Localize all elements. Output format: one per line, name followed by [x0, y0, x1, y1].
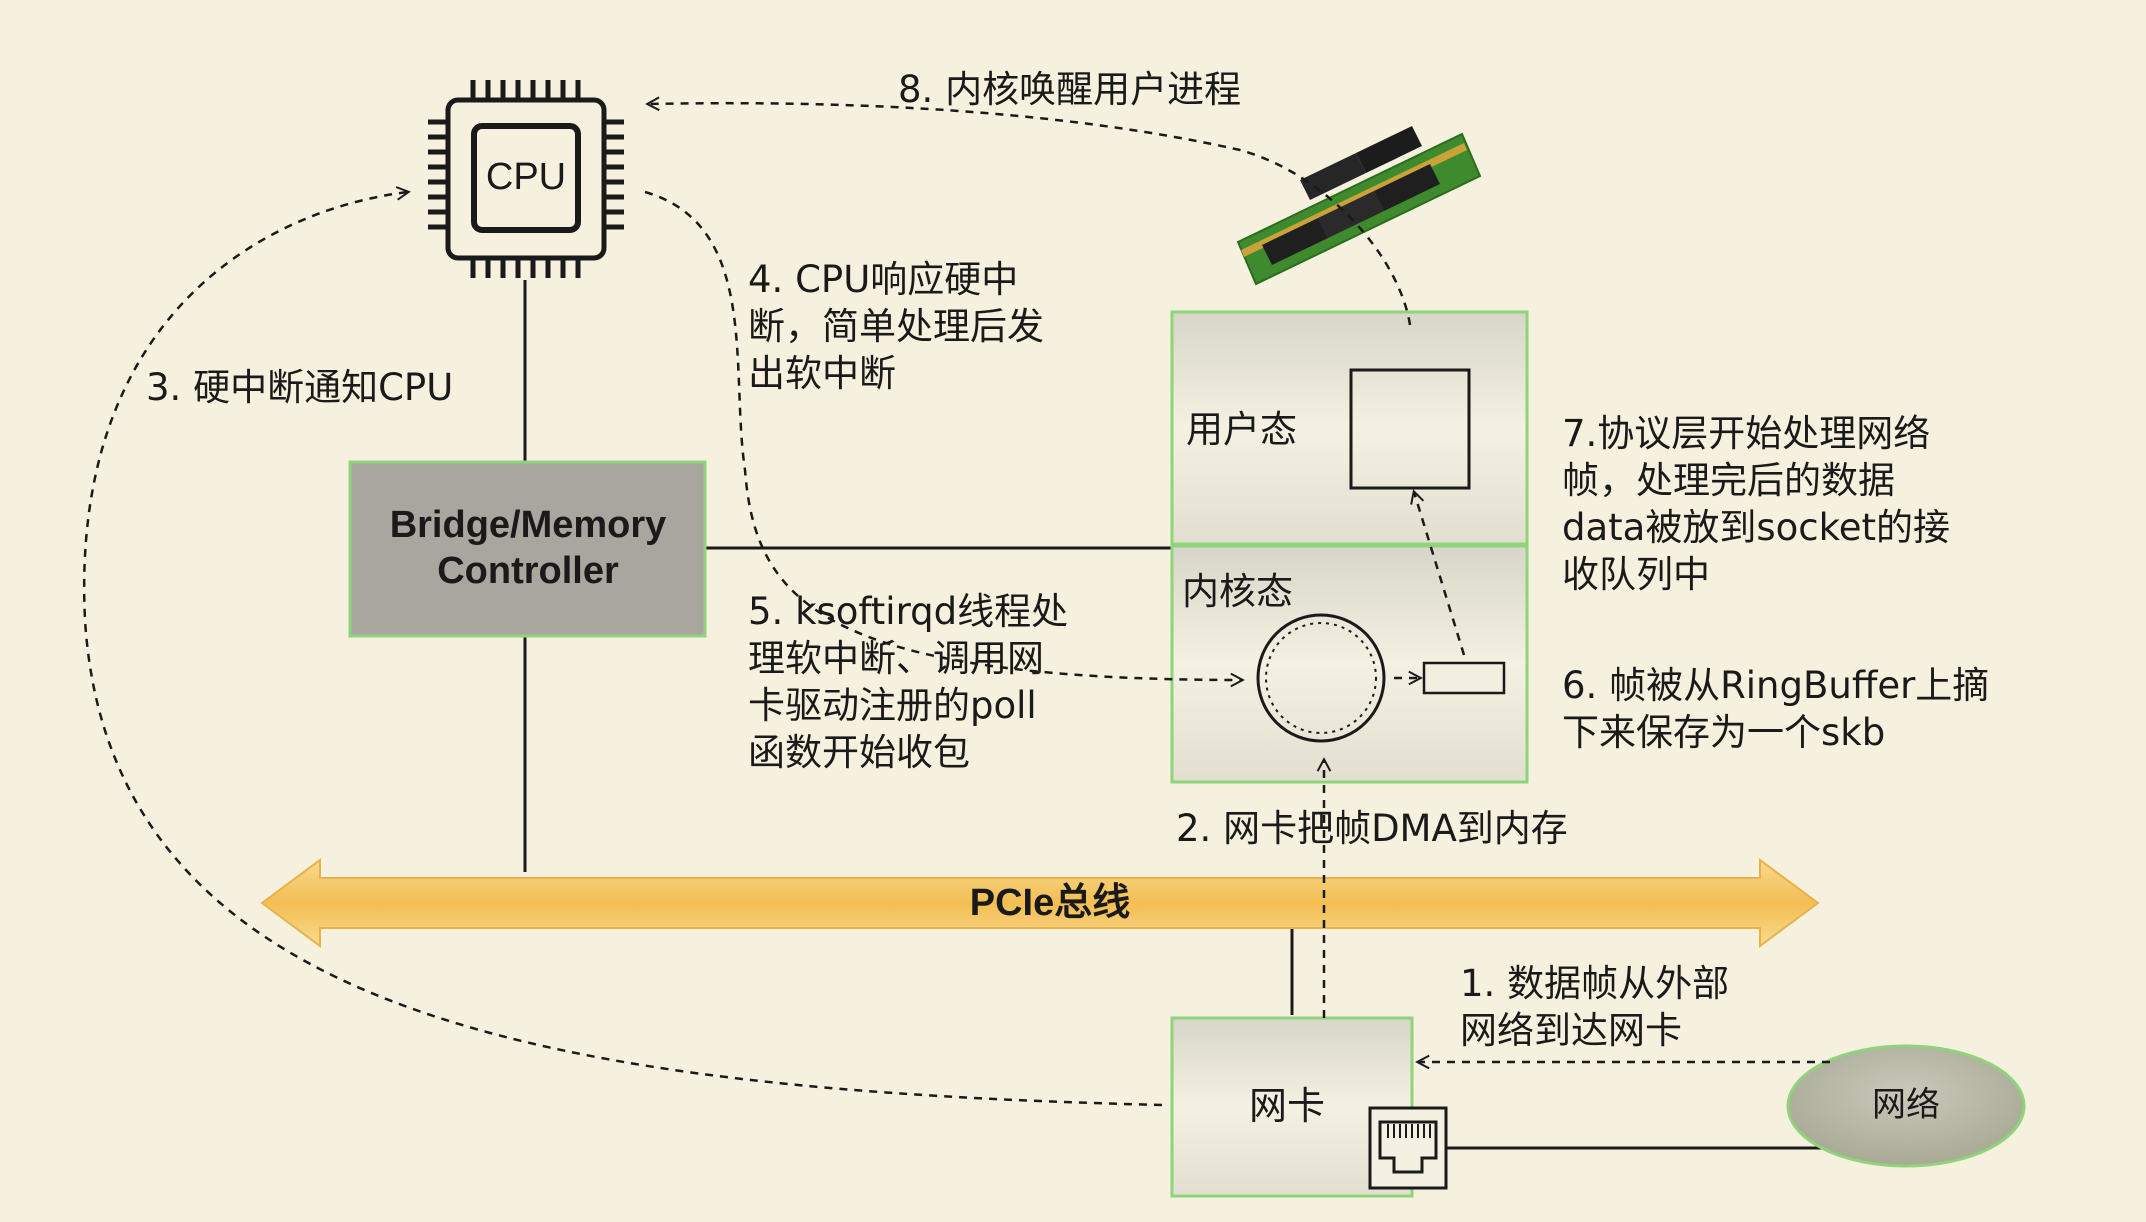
socket-queue-box: [1349, 368, 1471, 490]
solid-connectors: [523, 280, 1838, 1150]
bridge-label: Bridge/Memory Controller: [389, 504, 667, 592]
flow-arrows: [82, 96, 1830, 1107]
ring-buffer-slots: [1265, 622, 1377, 734]
step7-label: 7.协议层开始处理网络 帧，处理完后的数据 data被放到socket的接 收队…: [1562, 412, 1950, 596]
bridge-controller-box: [348, 460, 707, 638]
pcie-bus-arrow: [260, 858, 1820, 948]
ring-buffer: [1256, 613, 1386, 743]
step1-label: 1. 数据帧从外部 网络到达网卡: [1460, 962, 1730, 1052]
network-label: 网络: [1872, 1086, 1940, 1124]
step8-label: 8. 内核唤醒用户进程: [898, 68, 1242, 111]
memory-box: [1170, 310, 1529, 784]
arrow-step7: [1410, 489, 1466, 656]
ram-module-icon: [1236, 126, 1482, 286]
arrow-step3: [82, 186, 1163, 1107]
pcie-bus-label: PCIe总线: [969, 882, 1131, 924]
step2-label: 2. 网卡把帧DMA到内存: [1176, 807, 1568, 850]
nic: [1170, 1016, 1448, 1198]
cpu-label: CPU: [485, 156, 567, 198]
user-space-label: 用户态: [1186, 408, 1297, 451]
cpu-chip-icon: [428, 80, 624, 278]
arrow-step4-5: [644, 190, 1245, 688]
network-ellipse: [1786, 1044, 2026, 1168]
nic-label: 网卡: [1248, 1086, 1325, 1128]
skb-box: [1422, 661, 1506, 695]
kernel-space-label: 内核态: [1182, 570, 1293, 613]
pcie-bus: [260, 858, 1820, 948]
rj45-port-icon: [1368, 1106, 1448, 1190]
step3-label: 3. 硬中断通知CPU: [146, 366, 454, 409]
step4-label: 4. CPU响应硬中 断，简单处理后发 出软中断: [748, 258, 1044, 395]
arrow-step8: [645, 96, 1412, 326]
step5-label: 5. ksoftirqd线程处 理软中断、调用网 卡驱动注册的poll 函数开始…: [748, 590, 1069, 774]
step6-label: 6. 帧被从RingBuffer上摘 下来保存为一个skb: [1562, 664, 1990, 754]
